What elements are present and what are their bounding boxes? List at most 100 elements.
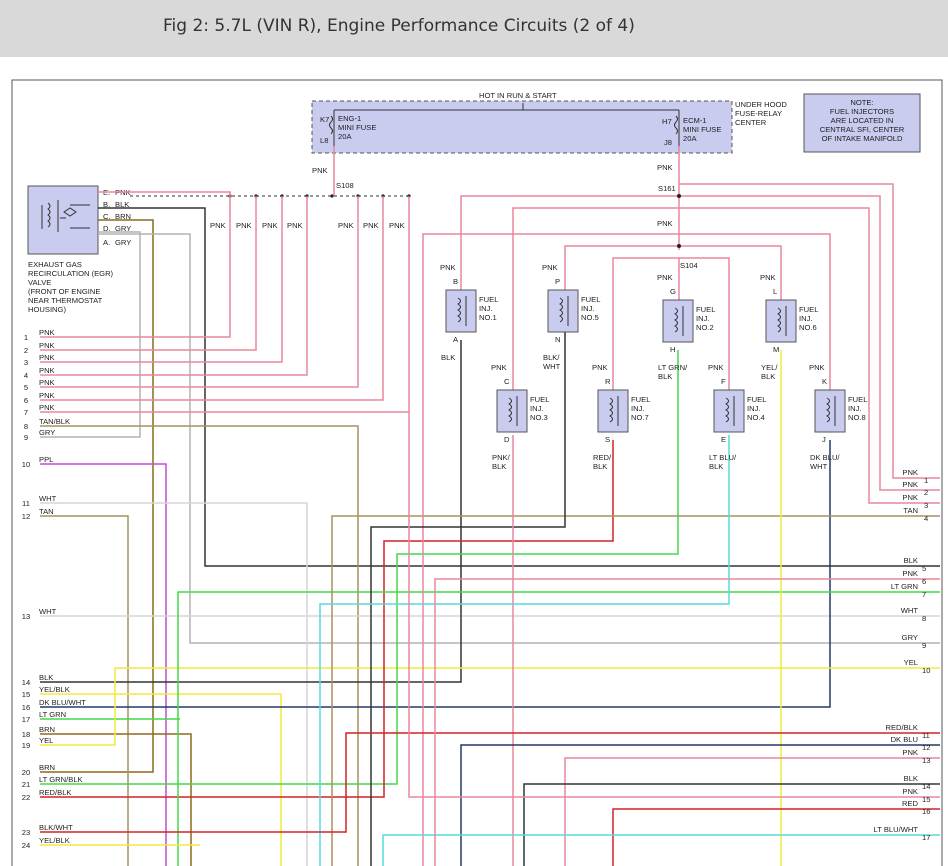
right-pin-number-8: 8: [922, 614, 926, 623]
right-pin-number-11: 11: [922, 731, 930, 740]
injector-output-color: BLK: [761, 372, 775, 381]
injector-top-pin: R: [605, 377, 611, 386]
eng-fuse-top-pin: K7: [320, 115, 329, 124]
ecm-fuse-amps: 20A: [683, 134, 697, 143]
wire-drop-label-2: PNK: [236, 221, 252, 230]
egr-pin-color-D: GRY: [115, 224, 131, 233]
injector-bottom-pin: J: [822, 435, 826, 444]
wire-egr-d-gry: [40, 231, 141, 438]
injector-input-color: PNK: [657, 273, 673, 282]
ecm-fuse-bottom-pin: J8: [664, 138, 672, 147]
left-pin-label-14: BLK: [39, 673, 53, 682]
wire-s104-inj6: [679, 245, 782, 300]
fuel-injector-body: [547, 289, 579, 333]
eng-fuse-amps: 20A: [338, 132, 352, 141]
left-pin-label-12: TAN: [39, 507, 54, 516]
wire-left-22-redblk: [40, 440, 614, 798]
left-pin-number-15: 15: [22, 690, 30, 699]
injector-label-word3: NO.4: [747, 413, 765, 422]
injector-label-word1: FUEL: [747, 395, 766, 404]
injector-coil-icon: [559, 296, 569, 326]
injector-label-word2: INJ.: [530, 404, 544, 413]
right-pin-number-17: 17: [922, 833, 930, 842]
injector-label-word1: FUEL: [799, 305, 818, 314]
wire-left-12-tan: [40, 515, 129, 866]
right-pin-label-10: YEL: [904, 658, 918, 667]
injector-output-color: BLK: [593, 462, 607, 471]
injector-input-color: PNK: [542, 263, 558, 272]
fuel-injector-body: [445, 289, 477, 333]
wire-s108-drop-1: [40, 196, 231, 338]
egr-label-5: NEAR THERMOSTAT: [28, 296, 103, 305]
injector-coil-icon: [826, 396, 836, 426]
injector-label-word3: NO.7: [631, 413, 649, 422]
wire-left-16-dkbluwht: [40, 440, 831, 708]
left-pin-label-10: PPL: [39, 455, 53, 464]
left-pin-number-14: 14: [22, 678, 30, 687]
eng-fuse-name: ENG-1: [338, 114, 361, 123]
injector-label-word3: NO.2: [696, 323, 714, 332]
injector-label-word2: INJ.: [479, 304, 493, 313]
wire-left-10-ppl: [40, 463, 167, 866]
right-pin-label-9: GRY: [902, 633, 918, 642]
note-line-4: CENTRAL SFI, CENTER: [820, 125, 905, 134]
left-pin-number-21: 21: [22, 780, 30, 789]
wire-left-14-blk: [40, 340, 462, 683]
left-pin-label-6: PNK: [39, 391, 55, 400]
left-pin-label-20: BRN: [39, 763, 55, 772]
wire-ltgrn-7: [177, 591, 940, 866]
fuel-injector-body: [662, 299, 694, 343]
wire-left-18-brn: [40, 733, 192, 866]
injector-top-pin: L: [773, 287, 777, 296]
wire-s161-inj3: [512, 207, 679, 390]
injector-label-word1: FUEL: [848, 395, 867, 404]
wire-s161-label: PNK: [657, 219, 673, 228]
left-pin-number-19: 19: [22, 741, 30, 750]
wire-s108-drop-3: [40, 196, 283, 363]
left-pin-number-23: 23: [22, 828, 30, 837]
note-line-2: FUEL INJECTORS: [830, 107, 894, 116]
left-pin-label-3: PNK: [39, 353, 55, 362]
left-pin-number-5: 5: [24, 383, 28, 392]
injector-bottom-pin: A: [453, 335, 459, 344]
left-pin-label-9: GRY: [39, 428, 55, 437]
wire-left-15-yelblk: [40, 693, 282, 866]
wire-drop-label-3: PNK: [262, 221, 278, 230]
egr-label-1: EXHAUST GAS: [28, 260, 82, 269]
fuse-ecm-1: H7 J8 ECM-1 MINI FUSE 20A: [662, 110, 721, 147]
left-pin-number-6: 6: [24, 396, 28, 405]
injector-input-color: PNK: [760, 273, 776, 282]
wire-drop-label-7: PNK: [389, 221, 405, 230]
splice-s104-node: [677, 244, 681, 248]
left-pin-label-21: LT GRN/BLK: [39, 775, 83, 784]
injector-coil-icon: [725, 396, 735, 426]
wire-left-11-wht: [40, 502, 308, 866]
left-pin-label-18: BRN: [39, 725, 55, 734]
injector-top-pin: B: [453, 277, 458, 286]
left-pin-number-8: 8: [24, 422, 28, 431]
figure-header: Fig 2: 5.7L (VIN R), Engine Performance …: [0, 0, 948, 57]
injector-output-color: BLK: [709, 462, 723, 471]
fuse-eng-1: K7 L8 ENG-1 MINI FUSE 20A: [320, 110, 376, 146]
left-pin-number-3: 3: [24, 358, 28, 367]
injector-label-word3: NO.6: [799, 323, 817, 332]
splice-s161: S161: [658, 184, 676, 193]
left-pin-label-4: PNK: [39, 366, 55, 375]
eng-fuse-type: MINI FUSE: [338, 123, 376, 132]
wire-pnk-13: [564, 757, 940, 866]
left-pin-label-1: PNK: [39, 328, 55, 337]
egr-pin-B: B.: [103, 200, 110, 209]
wire-tan-4: [331, 515, 940, 866]
note-line-5: OF INTAKE MANIFOLD: [822, 134, 903, 143]
right-pin-label-7: LT GRN: [891, 582, 918, 591]
wire-egr-a-gry: [98, 233, 940, 644]
injector-output-color: BLK: [441, 353, 455, 362]
egr-coil-icon: [41, 200, 90, 232]
wire-dkblu-12: [460, 744, 940, 866]
injectors-layer: FUELINJ.NO.1BAPNKBLKFUELINJ.NO.5PNPNKBLK…: [440, 263, 867, 471]
